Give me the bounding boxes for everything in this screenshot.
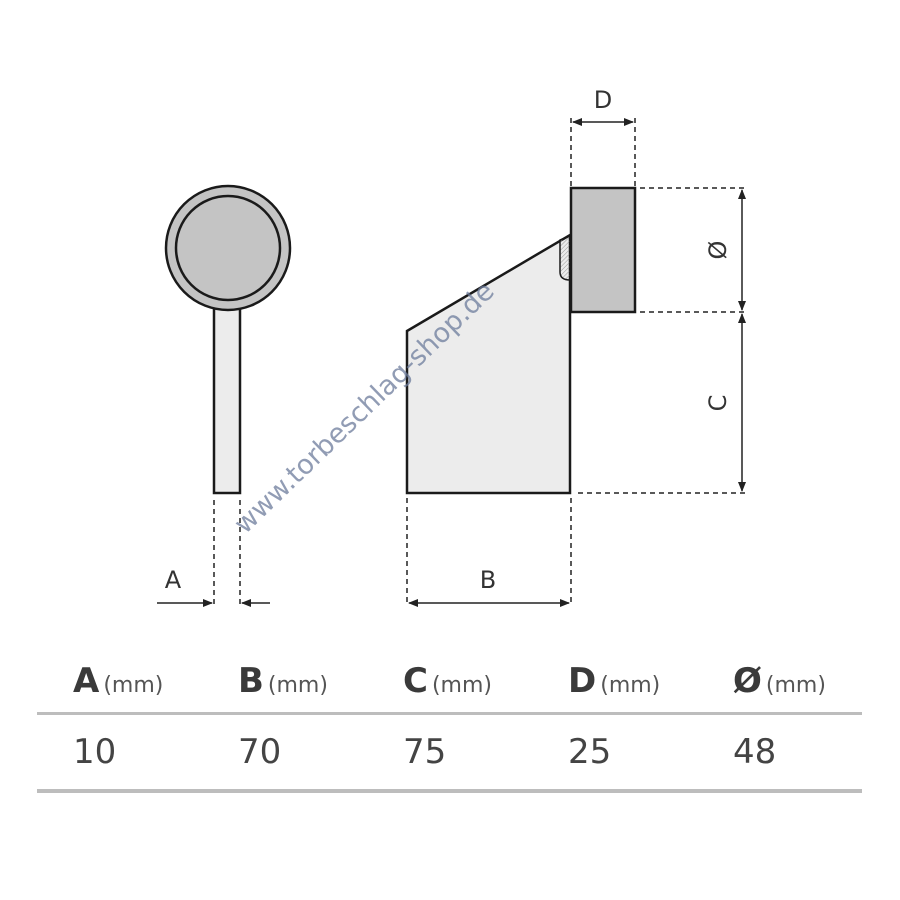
value-a: 10: [73, 732, 117, 772]
table-header-row: A(mm) B(mm) C(mm) D(mm) Ø(mm): [37, 650, 862, 712]
dim-label-d: D: [594, 86, 612, 114]
value-c: 75: [403, 732, 447, 772]
dim-label-diameter: Ø: [704, 241, 732, 260]
hatched-insert: [559, 234, 571, 281]
dim-label-c: C: [704, 395, 732, 412]
header-d: D(mm): [532, 650, 697, 712]
header-key: Ø: [733, 661, 762, 701]
dimensions-table: A(mm) B(mm) C(mm) D(mm) Ø(mm) 10 70 75 2…: [37, 650, 862, 793]
value-d: 25: [568, 732, 612, 772]
door-stop-drawing: D Ø C B A www.torbeschlag-shop.de: [157, 86, 748, 607]
header-divider: [37, 712, 862, 715]
base-body: [405, 232, 572, 495]
header-key: B: [238, 661, 264, 701]
table-bottom-rule: [37, 789, 862, 793]
header-b: B(mm): [202, 650, 367, 712]
header-diameter: Ø(mm): [697, 650, 862, 712]
header-unit: (mm): [600, 673, 661, 698]
rubber-head: [569, 186, 637, 314]
dimension-lines: [157, 118, 748, 607]
header-unit: (mm): [103, 673, 164, 698]
dim-label-b: B: [480, 566, 496, 594]
header-key: D: [568, 661, 597, 701]
header-unit: (mm): [431, 673, 492, 698]
inner-disc: [174, 194, 282, 302]
stem: [212, 303, 242, 495]
header-a: A(mm): [37, 650, 202, 712]
header-key: A: [73, 661, 100, 701]
side-view: [405, 186, 637, 495]
header-key: C: [403, 661, 428, 701]
header-unit: (mm): [267, 673, 328, 698]
header-c: C(mm): [367, 650, 532, 712]
front-view: [164, 184, 292, 495]
dim-label-a: A: [165, 566, 182, 594]
table-row: 10 70 75 25 48: [37, 715, 862, 789]
value-b: 70: [238, 732, 282, 772]
value-diameter: 48: [733, 732, 777, 772]
header-unit: (mm): [765, 673, 826, 698]
